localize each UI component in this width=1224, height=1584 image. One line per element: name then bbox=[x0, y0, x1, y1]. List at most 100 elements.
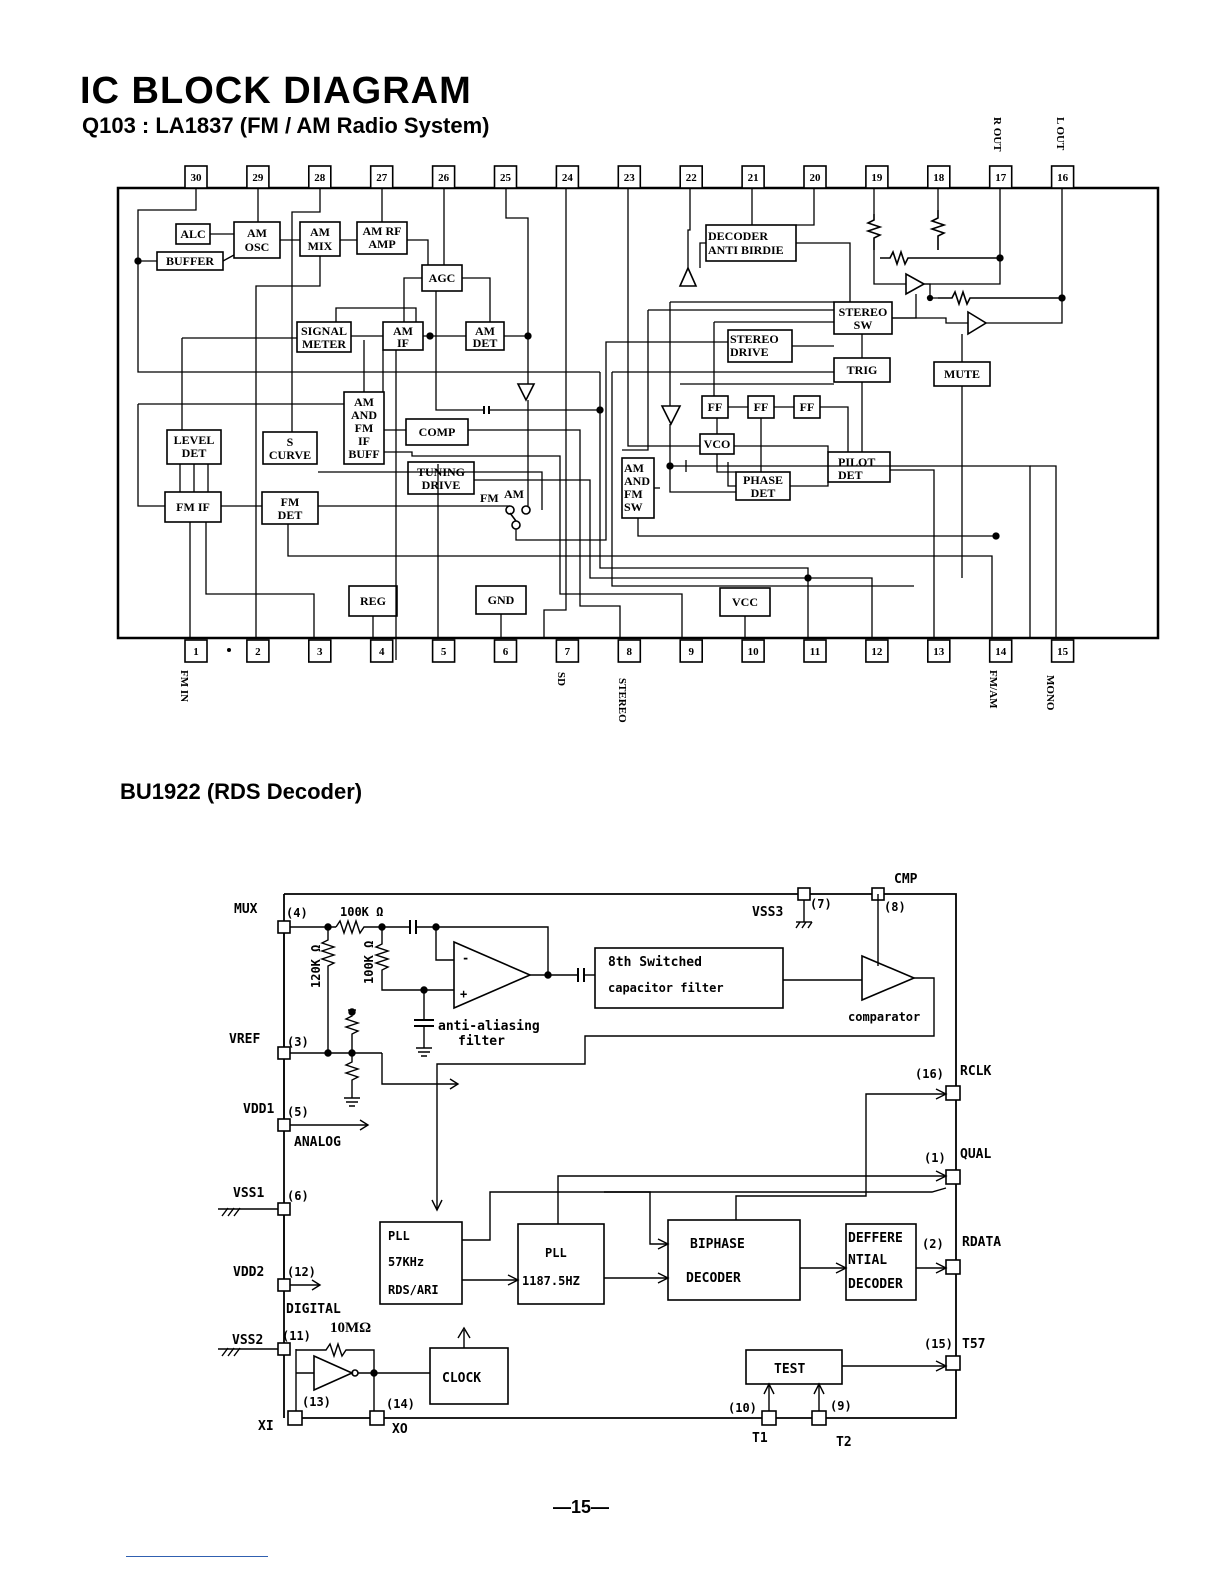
svg-text:AMP: AMP bbox=[368, 237, 395, 251]
bottom-pin-number: 4 bbox=[379, 646, 385, 658]
pin-label-rclk: RCLK bbox=[960, 1064, 991, 1079]
block-am-osc: AM OSC bbox=[233, 221, 281, 259]
block-pll-57khz: PLL 57KHz RDS/ARI bbox=[379, 1221, 463, 1305]
block-am-mix: AM MIX bbox=[299, 221, 341, 257]
svg-text:DRIVE: DRIVE bbox=[730, 345, 769, 359]
pin-vdd1 bbox=[277, 1118, 291, 1132]
label-anti-aliasing-2: filter bbox=[458, 1034, 505, 1049]
pin-qual bbox=[945, 1169, 961, 1185]
block-comp: COMP bbox=[405, 418, 469, 446]
pin-label-vdd2: VDD2 bbox=[233, 1265, 264, 1280]
svg-text:BIPHASE: BIPHASE bbox=[690, 1237, 745, 1252]
block-ff-2: FF bbox=[747, 395, 775, 419]
top-pin-number: 19 bbox=[871, 172, 883, 184]
svg-text:DECODER: DECODER bbox=[848, 1277, 903, 1292]
la1837-wiring bbox=[134, 188, 1066, 660]
pin-label-t1: T1 bbox=[752, 1431, 768, 1446]
pin-t1 bbox=[761, 1410, 777, 1426]
pin2-dot bbox=[227, 648, 231, 652]
top-pin-number: 20 bbox=[810, 172, 822, 184]
svg-text:GND: GND bbox=[488, 593, 515, 607]
top-pin-22: 22 bbox=[679, 165, 704, 189]
resistor-pin18 bbox=[929, 210, 947, 250]
svg-text:SW: SW bbox=[854, 318, 873, 332]
top-pin-number: 30 bbox=[191, 172, 203, 184]
svg-text:FF: FF bbox=[708, 400, 723, 414]
pin-label-fm-in: FM IN bbox=[178, 670, 190, 702]
label-digital: DIGITAL bbox=[286, 1302, 341, 1317]
pin-label-stereo: STEREO bbox=[616, 678, 628, 723]
pin-num-vss1: (6) bbox=[287, 1189, 309, 1203]
top-pin-21: 21 bbox=[741, 165, 765, 189]
svg-text:SIGNAL: SIGNAL bbox=[301, 324, 347, 338]
block-stereo-drive: STEREO DRIVE bbox=[727, 329, 793, 363]
svg-text:DET: DET bbox=[838, 468, 863, 482]
block-differential-decoder: DEFFERE NTIAL DECODER bbox=[845, 1223, 917, 1301]
svg-text:AM RF: AM RF bbox=[363, 224, 402, 238]
pin-t57 bbox=[945, 1355, 961, 1371]
pin-xo bbox=[369, 1410, 385, 1426]
svg-text:FF: FF bbox=[754, 400, 769, 414]
bottom-pin-5: 5 bbox=[431, 639, 456, 663]
resistor-pin19 bbox=[865, 214, 883, 250]
bottom-pin-number: 6 bbox=[503, 646, 509, 658]
bottom-pin-2: 2 bbox=[246, 639, 270, 663]
pin-num-vref: (3) bbox=[287, 1035, 309, 1049]
svg-text:COMP: COMP bbox=[419, 425, 456, 439]
label-analog: ANALOG bbox=[294, 1135, 341, 1150]
svg-text:STEREO: STEREO bbox=[839, 305, 888, 319]
pin-num-vss3: (7) bbox=[810, 897, 832, 911]
pin-num-qual: (1) bbox=[924, 1151, 946, 1165]
block-am-if: AM IF bbox=[382, 321, 424, 351]
block-alc: ALC bbox=[175, 223, 211, 245]
pin-label-vdd1: VDD1 bbox=[243, 1102, 274, 1117]
bottom-pin-11: 11 bbox=[803, 639, 827, 663]
svg-text:TRIG: TRIG bbox=[847, 363, 878, 377]
pin-label-rdata: RDATA bbox=[962, 1235, 1001, 1250]
svg-text:SW: SW bbox=[624, 500, 643, 514]
svg-text:DECODER: DECODER bbox=[686, 1271, 741, 1286]
block-biphase-decoder: BIPHASE DECODER bbox=[667, 1219, 801, 1301]
svg-text:FM: FM bbox=[355, 421, 374, 435]
svg-text:VCO: VCO bbox=[704, 437, 731, 451]
pin-rclk bbox=[945, 1085, 961, 1101]
pin-num-xi: (13) bbox=[302, 1395, 331, 1409]
svg-text:AGC: AGC bbox=[429, 271, 456, 285]
pin-label-l-out: L OUT bbox=[1054, 117, 1066, 151]
triangle-buffer-am bbox=[516, 383, 536, 402]
svg-text:MIX: MIX bbox=[308, 239, 333, 253]
svg-text:DET: DET bbox=[751, 486, 776, 500]
svg-text:+: + bbox=[460, 987, 467, 1001]
label-comparator: comparator bbox=[848, 1010, 920, 1024]
label-anti-aliasing-1: anti-aliasing bbox=[438, 1019, 540, 1034]
block-stereo-sw: STEREO SW bbox=[833, 301, 893, 335]
svg-text:ALC: ALC bbox=[180, 227, 205, 241]
bottom-pin-number: 15 bbox=[1057, 646, 1069, 658]
pin-label-xi: XI bbox=[258, 1419, 274, 1434]
svg-text:PLL: PLL bbox=[545, 1246, 567, 1260]
top-pin-18: 18 bbox=[926, 165, 951, 189]
pin-label-vref: VREF bbox=[229, 1032, 260, 1047]
svg-text:OSC: OSC bbox=[245, 240, 270, 254]
top-pin-24: 24 bbox=[555, 165, 580, 189]
block-reg: REG bbox=[348, 585, 398, 617]
pin-vss1 bbox=[277, 1202, 291, 1216]
inverter-symbol bbox=[313, 1354, 354, 1392]
svg-text:FM IF: FM IF bbox=[176, 500, 210, 514]
pin-num-vss2: (11) bbox=[282, 1329, 311, 1343]
bottom-pin-number: 10 bbox=[748, 646, 760, 658]
svg-text:AM: AM bbox=[310, 225, 330, 239]
top-pin-number: 26 bbox=[438, 172, 450, 184]
top-pin-27: 27 bbox=[369, 165, 394, 189]
pin-rdata bbox=[945, 1259, 961, 1275]
svg-text:FF: FF bbox=[800, 400, 815, 414]
block-pll-1187: PLL 1187.5HZ bbox=[517, 1223, 605, 1305]
svg-text:BUFF: BUFF bbox=[348, 447, 379, 461]
comparator-symbol bbox=[861, 954, 917, 1002]
pin-vss2 bbox=[277, 1342, 291, 1356]
pin-label-t2: T2 bbox=[836, 1435, 852, 1450]
bottom-pin-7: 7 bbox=[555, 639, 580, 663]
